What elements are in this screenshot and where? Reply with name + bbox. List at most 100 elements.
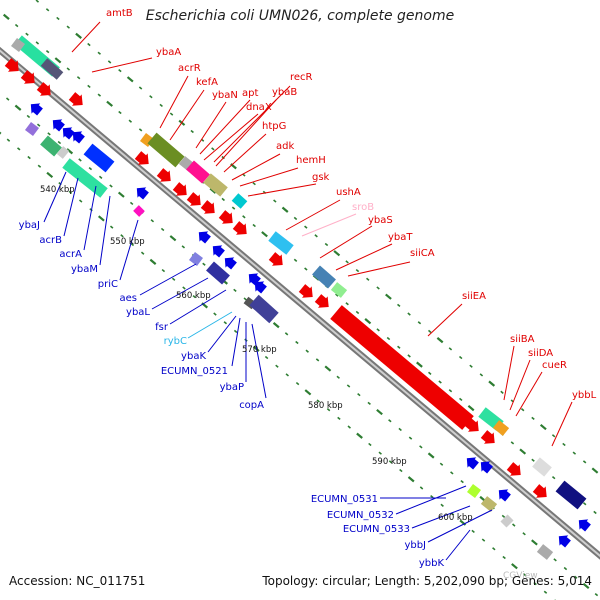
scale-tick [368,442,372,447]
scale-tick [326,408,331,412]
gene-features [4,35,591,560]
scale-tick [169,112,174,116]
scale-tick [140,251,145,255]
scale-tick [88,166,93,171]
scale-tick [171,277,176,281]
scale-tick [304,389,312,396]
forward-gene-arrow [4,58,19,72]
scale-tick [582,502,587,506]
gene-label-siiEA: siiEA [462,291,486,302]
scale-tick [66,148,74,155]
leader-acrA [83,185,97,251]
scale-tick [419,486,424,490]
scale-tick [261,231,268,238]
genome-summary: Topology: circular; Length: 5,202,090 bp… [262,574,592,588]
forward-gene-arrow [480,430,495,444]
forward-gene-arrow [156,168,171,182]
leader-ybaS [319,225,373,259]
reverse-gene-arrow [480,461,493,474]
leader-cueR [515,371,543,417]
leader-ybaK [207,315,237,353]
forward-gene-arrow [218,210,233,224]
scale-tick [26,114,31,119]
scale-tick [492,547,496,551]
scale-tick [347,425,351,429]
scale-tick [551,434,556,438]
scale-tick [223,321,228,325]
gene-label-ybaK: ybaK [181,351,206,362]
feature-block [203,173,228,197]
scale-tick [202,262,206,266]
scale-tick [523,573,527,577]
scale-tick [520,408,525,412]
reverse-gene-arrow [466,457,479,470]
leader-acrR [159,75,189,129]
forward-gene-arrow [134,151,149,165]
accession-info: Accession: NC_011751 [9,574,145,588]
gene-label-sroB: sroB [352,202,374,213]
scale-tick [181,245,186,249]
scale-tick [76,76,81,80]
gene-label-kefA: kefA [196,77,218,88]
scale-tick [128,119,133,123]
gene-label-htpG: htpG [262,121,286,132]
forward-gene-arrow [298,284,313,298]
scale-tick [450,471,454,475]
scale-tick [366,277,370,281]
scale-tick [531,458,535,462]
watermark: CGView [503,571,538,581]
scale-tick [488,380,496,387]
scale-tick [399,468,403,473]
scale-tick [357,393,361,397]
leader-ybaM [99,195,111,266]
leader-siiBA [503,345,515,401]
scale-tick [417,321,422,325]
leader-siiEA [427,303,463,337]
feature-block [206,261,230,285]
kbp-marker: 600 kbp [438,513,473,523]
gene-label-amtB: amtB [106,8,133,19]
scale-tick [459,397,463,402]
scale-tick [78,199,83,203]
scale-tick [5,97,10,101]
feature-block [330,282,348,298]
gene-label-ybaN: ybaN [212,90,238,101]
scale-tick [242,215,246,219]
topology-label: Topology: [262,574,319,588]
leader-aes [139,263,197,296]
scale-tick [316,399,320,403]
reverse-gene-arrow [254,281,267,294]
scale-tick [471,529,475,534]
scale-tick [479,373,484,377]
scale-tick [572,451,577,455]
gene-label-siiDA: siiDA [528,348,553,359]
scale-tick [35,41,40,45]
scale-tick [126,76,134,83]
leader-ybaN [195,101,227,149]
leader-acrB [63,177,79,237]
leader-apt [199,99,251,155]
gene-label-gsk: gsk [312,172,330,183]
leader-ybaL [151,277,209,310]
scale-tick [314,234,318,238]
leader-ECUMN_0532 [395,485,467,515]
feature-block [532,457,552,477]
feature-block [11,38,25,52]
scale-tick [97,51,101,55]
gene-label-dnaX: dnaX [246,102,272,113]
scale-tick [333,250,341,257]
gene-label-ybaP: ybaP [220,382,244,393]
gene-label-ybaA: ybaA [156,47,181,58]
scale-tick [582,460,587,464]
scale-tick [37,164,42,168]
reverse-gene-arrow [30,103,43,116]
map-title: Escherichia coli UMN026, complete genome [145,8,455,24]
gene-label-rybC: rybC [164,336,187,347]
scale-tick [324,365,332,372]
scale-tick [98,175,103,179]
topology-value: circular [322,574,367,588]
gene-label-ybaM: ybaM [71,264,98,275]
gene-label-ECUMN_0533: ECUMN_0533 [343,524,410,535]
leader-ybbK [445,529,471,561]
